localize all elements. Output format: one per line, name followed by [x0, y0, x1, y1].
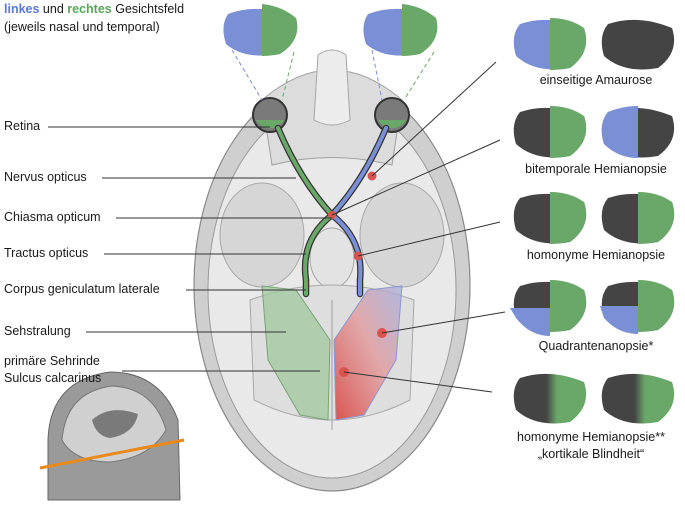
field-pair-cortical — [513, 373, 675, 424]
field-pair-homonym — [513, 192, 675, 244]
skull-base — [193, 49, 471, 492]
label-sehstrahlung: Sehstralung — [4, 324, 71, 338]
caption-cortical: homonyme Hemianopsie** — [517, 430, 665, 444]
defect-fields — [510, 18, 675, 424]
right-visual-field — [363, 4, 438, 56]
right-visual-cortex — [333, 285, 403, 421]
label-chiasma-opticum: Chiasma opticum — [4, 210, 101, 224]
right-leader-lines — [331, 61, 506, 393]
caption-quadrant: Quadrantenanopsie* — [538, 339, 654, 353]
sagittal-head-inset — [39, 371, 185, 501]
left-leader-lines — [48, 126, 332, 372]
left-visual-field — [223, 4, 298, 56]
caption-homonym: homonyme Hemianopsie — [526, 248, 666, 262]
and-word: und — [42, 2, 64, 16]
label-retina: Retina — [4, 119, 41, 133]
field-pair-amaurose — [513, 18, 675, 70]
caption-cortical-blindness: „kortikale Blindheit“ — [537, 447, 645, 461]
field-subtitle: (jeweils nasal und temporal) — [4, 20, 160, 34]
label-sulcus-calcarinus: Sulcus calcarinus — [4, 371, 102, 385]
field-title: linkes und rechtes Gesichtsfeld — [4, 2, 184, 17]
label-corpus-geniculatum: Corpus geniculatum laterale — [4, 282, 160, 296]
caption-bitemporal: bitemporale Hemianopsie — [525, 162, 667, 176]
label-primaere-sehrinde: primäre Sehrinde — [4, 354, 100, 368]
left-field-word: linkes — [4, 2, 40, 16]
caption-amaurose: einseitige Amaurose — [539, 73, 653, 87]
field-projection-lines — [231, 49, 435, 101]
label-tractus-opticus: Tractus opticus — [4, 246, 89, 260]
right-field-word: rechtes — [67, 2, 112, 16]
field-pair-bitemporal — [513, 106, 675, 158]
title-rest: Gesichtsfeld — [115, 2, 185, 16]
field-pair-quadrant — [510, 280, 675, 336]
lesion-markers — [328, 171, 387, 377]
right-eye — [374, 97, 410, 133]
label-nervus-opticus: Nervus opticus — [4, 170, 87, 184]
